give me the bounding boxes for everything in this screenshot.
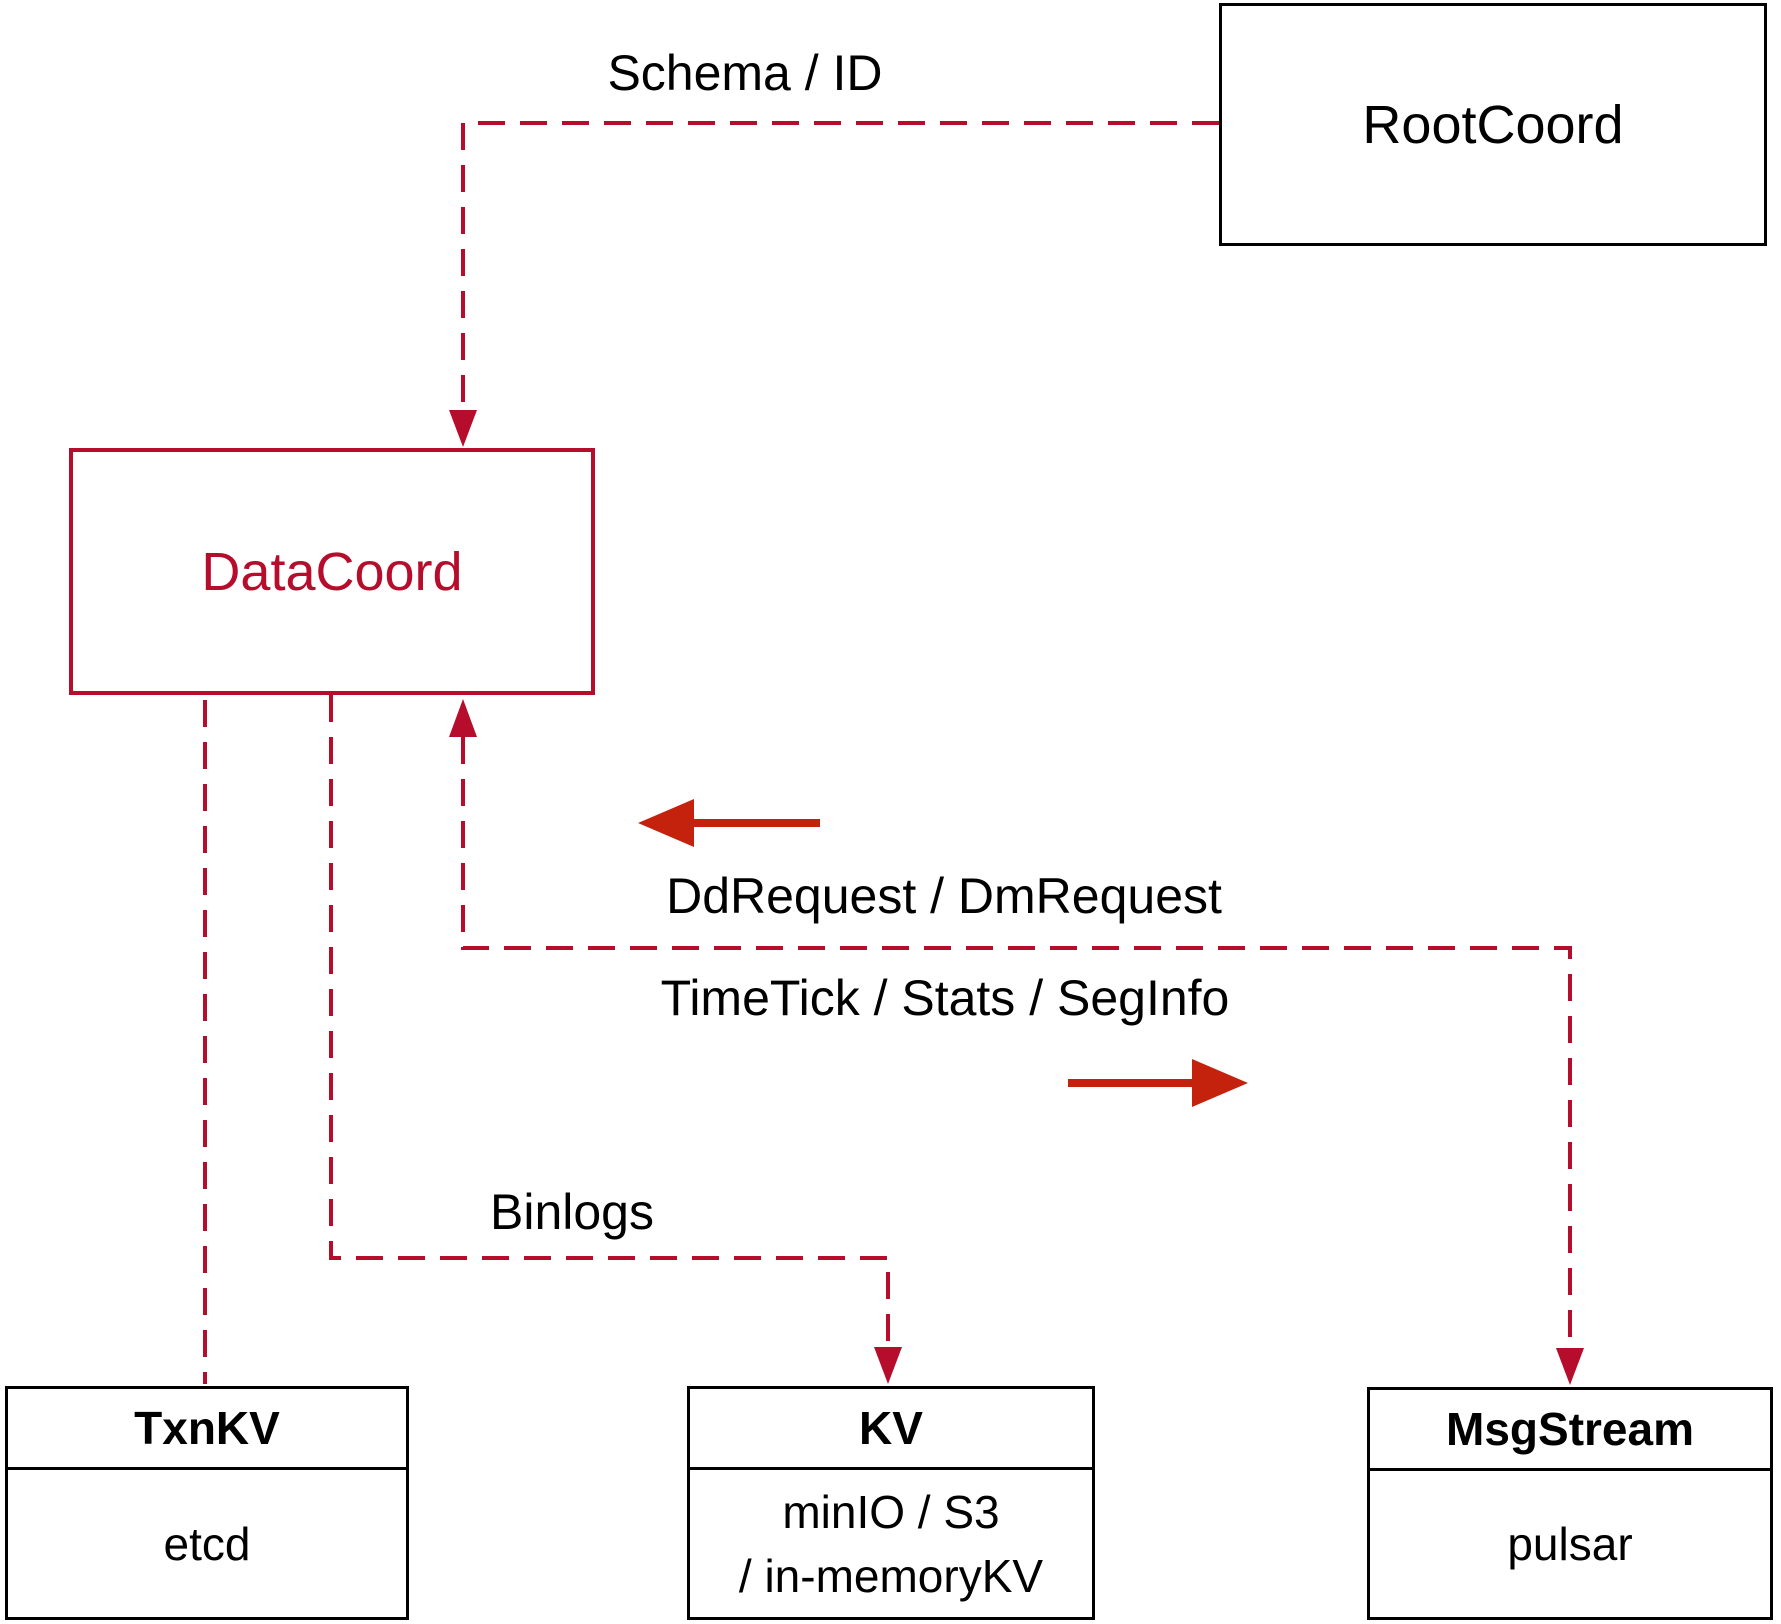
schema-id-arrowhead-icon bbox=[449, 410, 477, 447]
edge-label-timetick-stats-seginfo: TimeTick / Stats / SegInfo bbox=[660, 970, 1230, 1026]
node-msgstream: MsgStream pulsar bbox=[1367, 1387, 1773, 1620]
txnkv-header: TxnKV bbox=[8, 1389, 406, 1470]
msgstream-datacoord-dashed-line bbox=[461, 737, 1572, 1347]
node-kv: KV minIO / S3 / in-memoryKV bbox=[687, 1386, 1095, 1620]
kv-body-line2: / in-memoryKV bbox=[738, 1549, 1044, 1602]
node-txnkv: TxnKV etcd bbox=[5, 1386, 409, 1620]
node-rootcoord: RootCoord bbox=[1219, 3, 1767, 246]
msgstream-header: MsgStream bbox=[1370, 1390, 1770, 1471]
edge-label-binlogs: Binlogs bbox=[490, 1184, 654, 1240]
kv-body-line1: minIO / S3 bbox=[782, 1485, 1000, 1538]
datacoord-label: DataCoord bbox=[201, 541, 463, 602]
binlogs-dashed-line bbox=[329, 695, 890, 1346]
edge-label-schema-id: Schema / ID bbox=[607, 45, 883, 101]
datacoord-up-arrowhead-icon bbox=[449, 699, 477, 737]
kv-body: minIO / S3 / in-memoryKV bbox=[690, 1470, 1092, 1617]
left-direction-arrowhead-icon bbox=[638, 799, 694, 847]
rootcoord-label: RootCoord bbox=[1362, 94, 1624, 155]
msgstream-down-arrowhead-icon bbox=[1556, 1348, 1584, 1385]
right-direction-arrowhead-icon bbox=[1192, 1059, 1248, 1107]
txnkv-body: etcd bbox=[163, 1517, 251, 1570]
node-datacoord: DataCoord bbox=[69, 448, 595, 695]
edge-label-ddrequest-dmrequest: DdRequest / DmRequest bbox=[666, 868, 1222, 924]
kv-header: KV bbox=[690, 1389, 1092, 1470]
binlogs-arrowhead-icon bbox=[874, 1347, 902, 1384]
schema-id-dashed-line bbox=[461, 121, 1219, 410]
msgstream-body: pulsar bbox=[1507, 1518, 1633, 1570]
